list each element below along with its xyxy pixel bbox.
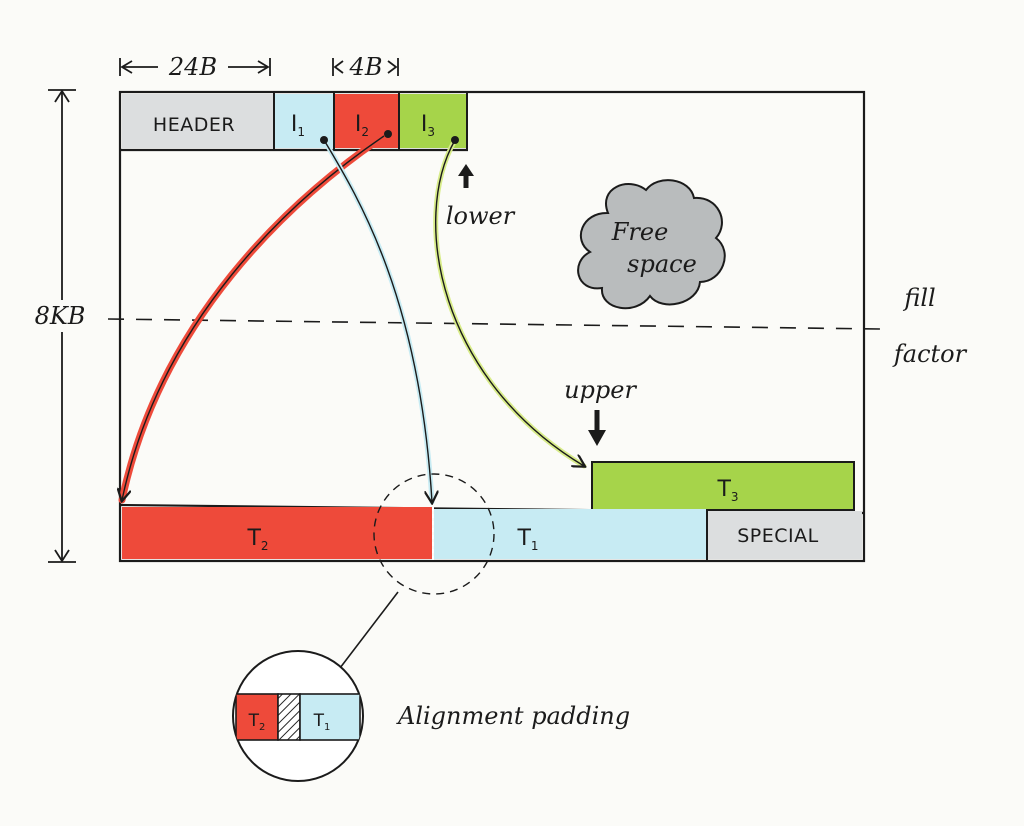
pointer-index: 1 [297, 125, 305, 139]
fill-factor-label-line1: fill [902, 284, 935, 312]
alignment-zoom-inset: T2 T1 [232, 650, 364, 782]
header-size-dimension: 24B [119, 53, 271, 81]
pointer-size-label: 4B [349, 53, 383, 81]
page-size-dimension: 8KB [35, 89, 86, 563]
tuple-letter: T [246, 526, 261, 551]
padding-hatch [277, 693, 301, 741]
lower-pointer-marker: lower [446, 164, 516, 230]
upper-label: upper [564, 376, 637, 404]
pointer-index: 3 [427, 125, 435, 139]
pointer-size-dimension: 4B [332, 53, 399, 81]
pointer-arrow-3 [433, 136, 584, 469]
svg-text:I2: I2 [355, 112, 369, 139]
tuple-1: T1 [432, 507, 706, 561]
special-space: SPECIAL [706, 510, 862, 561]
page-header: HEADER [122, 92, 275, 150]
tuple-letter: T [516, 526, 531, 551]
header-label: HEADER [153, 114, 235, 136]
tuple-index: 1 [531, 539, 539, 553]
svg-text:I1: I1 [291, 112, 305, 139]
pointer-letter: I [421, 112, 428, 137]
free-space-label-line1: Free [611, 218, 669, 246]
page-outline [118, 90, 866, 563]
free-space-label-line2: space [627, 250, 697, 278]
zoom-t1-index: 1 [324, 722, 330, 733]
tuple-index: 2 [261, 539, 269, 553]
header-size-label: 24B [168, 53, 217, 81]
pointer-arrow-1 [320, 136, 432, 502]
svg-text:T1: T1 [516, 526, 538, 553]
svg-text:I3: I3 [421, 112, 435, 139]
svg-text:T2: T2 [246, 526, 268, 553]
pointer-letter: I [355, 112, 362, 137]
fill-factor-label-line2: factor [892, 340, 968, 368]
svg-text:T2: T2 [248, 711, 266, 733]
tuple-index: 3 [731, 490, 739, 504]
upper-pointer-marker: upper [564, 376, 637, 446]
pointer-arrow-2 [122, 130, 392, 500]
tuple-letter: T [716, 477, 731, 502]
zoom-connector [339, 591, 399, 669]
lower-label: lower [446, 202, 516, 230]
pointer-letter: I [291, 112, 298, 137]
free-space-cloud: Free space [577, 179, 726, 310]
pointer-index: 2 [361, 125, 369, 139]
alignment-padding-caption: Alignment padding [396, 702, 630, 730]
special-label: SPECIAL [737, 525, 818, 547]
page-size-label: 8KB [35, 302, 86, 330]
zoom-focus-circle [373, 473, 495, 595]
tuple-2: T2 [122, 507, 432, 559]
item-pointer-2: I2 [335, 92, 400, 150]
fill-factor-line: fill factor [107, 284, 968, 368]
zoom-t1-letter: T [313, 711, 325, 731]
zoom-t2-index: 2 [259, 722, 265, 733]
zoom-t2-letter: T [248, 711, 260, 731]
svg-text:T3: T3 [716, 477, 738, 504]
tuple-3: T3 [591, 461, 855, 511]
svg-text:T1: T1 [313, 711, 331, 733]
